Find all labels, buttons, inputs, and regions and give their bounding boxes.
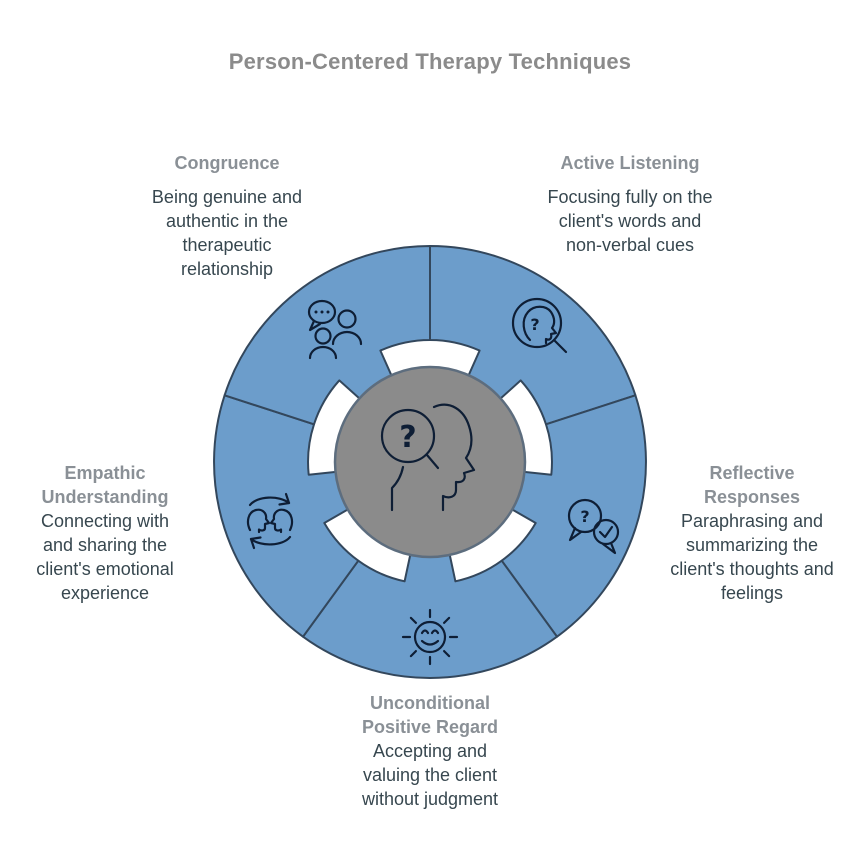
active-listening-heading: Active Listening <box>560 153 700 173</box>
segment-congruence <box>223 245 431 426</box>
empathic-understanding-description: Connecting with and sharing the client's… <box>36 511 174 603</box>
reflective-responses-heading: Reflective Responses <box>703 463 801 507</box>
active-listening-description: Focusing fully on the client's words and… <box>547 187 713 255</box>
head-question-magnifier-icon: ? <box>380 403 476 512</box>
head-magnifier-icon: ? <box>511 297 568 354</box>
congruence-heading: Congruence <box>174 153 280 173</box>
reflective-responses-description: Paraphrasing and summarizing the client'… <box>670 511 834 603</box>
heads-exchange-arrows-icon <box>246 492 294 550</box>
reflective-question-glyph: ? <box>580 507 589 526</box>
unconditional-positive-regard-heading: Unconditional Positive Regard <box>361 693 499 737</box>
empathic-understanding-heading: Empathic Understanding <box>41 463 169 507</box>
label-active-listening: Active Listening Focusing fully on the c… <box>547 152 713 257</box>
center-circle <box>333 365 527 559</box>
congruence-description: Being genuine and authentic in the thera… <box>151 187 303 279</box>
page-title: Person-Centered Therapy Techniques <box>228 49 632 74</box>
unconditional-positive-regard-description: Accepting and valuing the client without… <box>361 741 499 809</box>
label-congruence: Congruence Being genuine and authentic i… <box>143 152 311 281</box>
people-chat-icon <box>307 299 363 360</box>
active-question-glyph: ? <box>530 315 539 334</box>
question-check-bubbles-icon: ? <box>567 498 620 555</box>
label-reflective-responses: Reflective Responses Paraphrasing and su… <box>668 461 836 605</box>
label-unconditional-positive-regard: Unconditional Positive Regard Accepting … <box>344 691 516 811</box>
center-question-glyph: ? <box>399 420 416 455</box>
smiling-sun-icon <box>401 608 459 666</box>
label-empathic-understanding: Empathic Understanding Connecting with a… <box>25 461 185 605</box>
